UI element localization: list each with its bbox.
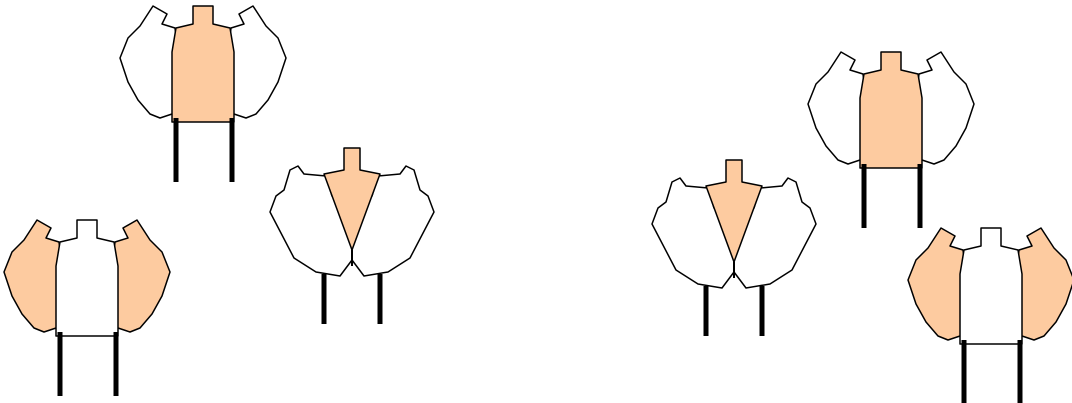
array-d-right-target: [915, 51, 975, 165]
array-d: [807, 51, 975, 228]
array-d-center-target: [859, 51, 923, 169]
array-a-left-target: [119, 5, 179, 119]
array-f-right-target: [1015, 227, 1072, 341]
array-d-left-target: [807, 51, 867, 165]
array-a: [119, 5, 287, 182]
array-c-center-target: [55, 219, 119, 337]
array-a-right-target: [227, 5, 287, 119]
array-c-right-target: [111, 219, 171, 333]
array-e-right-target: [733, 177, 817, 289]
array-e-left-target: [651, 177, 735, 289]
array-c-left-target: [3, 219, 63, 333]
array-e: [651, 159, 817, 336]
array-b-center-target: [323, 147, 381, 251]
array-c: [3, 219, 171, 396]
array-b: [269, 147, 435, 324]
array-b-right-target: [351, 165, 435, 277]
array-b-left-target: [269, 165, 353, 277]
array-f-center-target: [959, 227, 1023, 345]
array-a-center-target: [171, 5, 235, 123]
array-e-center-target: [705, 159, 763, 263]
array-f-left-target: [907, 227, 967, 341]
array-f: [907, 227, 1072, 403]
